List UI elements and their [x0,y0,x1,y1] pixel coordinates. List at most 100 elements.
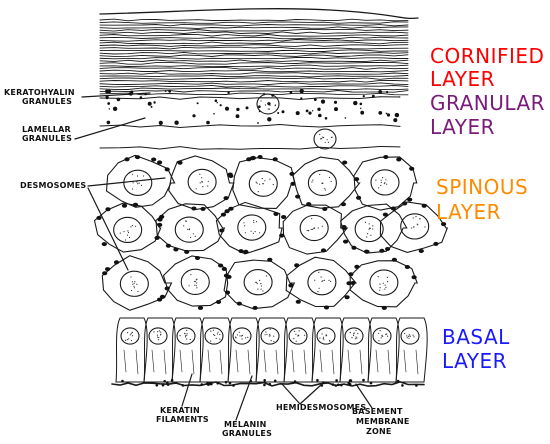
keratohyalin-granule [296,111,300,115]
chromatin-dot [408,336,409,337]
chromatin-dot [190,339,191,340]
keratohyalin-granule [236,114,240,118]
chromatin-dot [133,182,134,183]
desmosome [382,306,387,310]
chromatin-dot [130,334,131,335]
keratohyalin-granule [314,98,317,101]
chromatin-dot [385,285,386,286]
chromatin-dot [355,338,356,339]
basement-label-line1: BASEMENT [352,407,403,416]
desmosome [341,202,346,206]
melanin-label-line1: MELANIN [224,420,266,429]
chromatin-dot [321,183,322,184]
desmosome [288,283,293,287]
chromatin-dot [195,281,196,282]
basal-layer-label-line1: BASAL [442,325,510,349]
keratohyalin-granule [321,100,325,104]
keratinized-lamella [100,91,408,93]
chromatin-dot [387,281,388,282]
chromatin-dot [267,103,268,104]
chromatin-dot [307,230,308,231]
keratohyalin-granule [386,91,388,93]
chromatin-dot [385,179,386,180]
chromatin-dot [365,222,366,223]
desmosome [216,300,221,304]
chromatin-dot [410,336,411,337]
desmosome [412,275,417,279]
desmosome [407,198,412,202]
chromatin-dot [378,333,379,334]
keratohyalin-granule [325,117,328,120]
hemidesmosome [201,383,204,386]
chromatin-dot [185,336,186,337]
desmosome [392,258,397,262]
chromatin-dot [270,329,271,330]
chromatin-dot [366,236,367,237]
keratohyalin-granule [372,95,375,98]
chromatin-dot [330,281,331,282]
chromatin-dot [179,335,180,336]
keratin-filament [348,350,350,372]
keratin-filament [220,350,222,374]
keratohyalin-granule [360,108,361,109]
chromatin-dot [380,330,381,331]
keratin-label-line2: FILAMENTS [156,415,209,424]
chromatin-dot [134,283,135,284]
keratohyalin-granule [318,114,322,118]
chromatin-dot [132,284,133,285]
chromatin-dot [259,184,260,185]
chromatin-dot [257,183,258,184]
chromatin-dot [186,330,187,331]
chromatin-dot [190,274,191,275]
keratohyalin-granule [151,106,153,108]
keratin-filament [388,350,390,374]
chromatin-dot [413,226,414,227]
chromatin-dot [369,223,370,224]
desmosome [295,195,300,199]
desmosomes-label: DESMOSOMES [20,181,86,190]
hemidesmosome [216,382,219,385]
spinous-cell [233,158,295,209]
chromatin-dot [213,330,214,331]
chromatin-dot [369,228,370,229]
chromatin-dot [367,233,368,234]
keratohyalin-granule [267,117,271,121]
desmosome [225,291,230,295]
desmosome [364,250,369,254]
keratinized-lamella [100,35,408,37]
chromatin-dot [127,332,128,333]
chromatin-dot [125,239,126,240]
chromatin-dot [258,191,259,192]
basal-layer-label-line2: LAYER [442,349,507,373]
chromatin-dot [196,287,197,288]
desmosome [419,249,424,253]
chromatin-dot [131,290,132,291]
chromatin-dot [255,231,256,232]
cornified-top-edge [100,9,418,19]
chromatin-dot [189,229,190,230]
spinous-cell [283,205,347,254]
chromatin-dot [247,337,248,338]
cornified-layer-label-line2: LAYER [430,67,495,91]
chromatin-dot [213,334,214,335]
keratin-filament [264,350,266,372]
chromatin-dot [127,230,128,231]
desmosome [379,249,384,253]
desmosome [273,157,278,161]
chromatin-dot [294,331,295,332]
melanin-label-line2: GRANULES [222,429,272,438]
chromatin-dot [201,177,202,178]
chromatin-dot [186,338,187,339]
keratohyalin-granule [227,92,229,94]
keratin-filament [276,350,278,374]
chromatin-dot [214,335,215,336]
chromatin-dot [141,185,142,186]
granular-boundary [100,97,400,100]
keratohyalin-granule [363,95,365,97]
chromatin-dot [370,235,371,236]
chromatin-dot [185,335,186,336]
keratohyalin-granule [300,89,304,93]
nucleus [121,328,139,344]
desmosome [405,265,410,269]
desmosome [237,302,242,306]
